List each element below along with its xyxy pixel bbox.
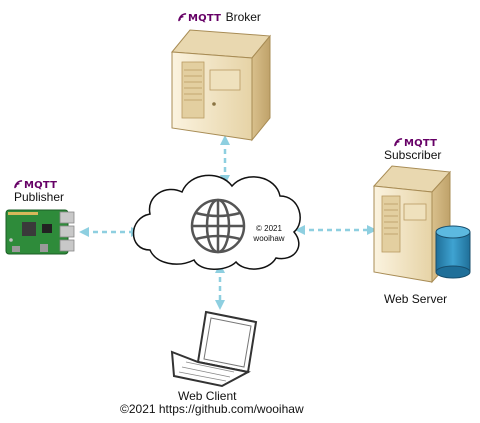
web-client-label: Web Client (178, 389, 237, 403)
subscriber-title: MQTT Subscriber (384, 138, 441, 162)
publisher-mqtt-logo: MQTT (14, 180, 64, 191)
publisher-title: MQTT Publisher (14, 180, 64, 204)
cloud-copyright-year: © 2021 (256, 224, 282, 233)
cloud-copyright: © 2021 wooihaw (252, 224, 286, 244)
broker-server-icon (171, 29, 271, 142)
cloud-copyright-owner: wooihaw (253, 234, 285, 243)
arrows (79, 135, 377, 310)
subscriber-mqtt-logo: MQTT (384, 138, 441, 149)
publisher-label: Publisher (14, 190, 65, 204)
subscriber-label: Subscriber (384, 148, 442, 162)
broker-label: Broker (225, 10, 261, 24)
footer-credit: ©2021 https://github.com/wooihaw (120, 402, 304, 416)
web-server-label: Web Server (384, 292, 448, 306)
laptop-icon (170, 310, 258, 388)
broker-mqtt-logo: MQTT (178, 13, 221, 24)
broker-title: MQTT Broker (178, 8, 261, 26)
globe-icon (190, 198, 246, 254)
database-icon (435, 225, 471, 279)
raspberry-pi-icon (5, 209, 75, 255)
